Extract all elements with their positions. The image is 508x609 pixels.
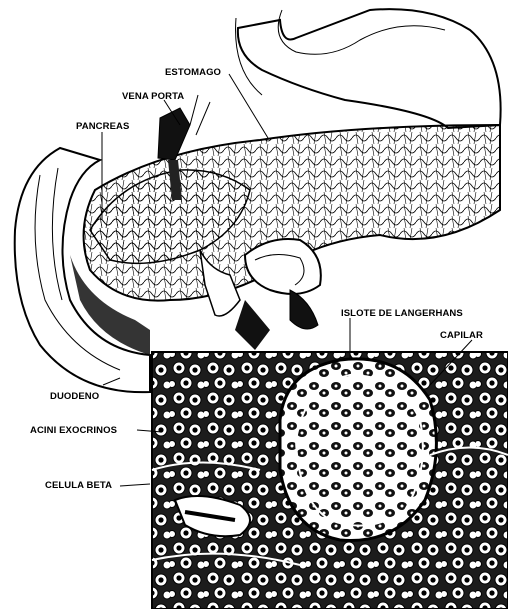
label-islote-de-langerhans: ISLOTE DE LANGERHANS bbox=[341, 308, 463, 319]
label-capilar: CAPILAR bbox=[440, 330, 483, 341]
histology-inset bbox=[152, 352, 508, 609]
label-celula-beta: CELULA BETA bbox=[45, 480, 112, 491]
stomach-drawing bbox=[236, 9, 501, 128]
label-acini-exocrinos: ACINI EXOCRINOS bbox=[30, 425, 117, 436]
label-pancreas: PANCREAS bbox=[76, 121, 129, 132]
label-duodeno: DUODENO bbox=[50, 391, 99, 402]
label-vena-porta: VENA PORTA bbox=[122, 91, 184, 102]
label-estomago: ESTOMAGO bbox=[165, 67, 221, 78]
